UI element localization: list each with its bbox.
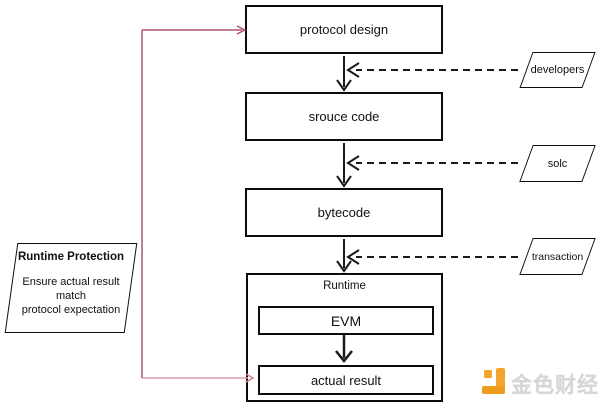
protocol-design-label: protocol design	[299, 22, 389, 37]
annotation-line-3: protocol expectation	[21, 304, 121, 316]
flow-arrow-protocol-to-source	[336, 56, 352, 92]
evm-label: EVM	[330, 312, 362, 329]
runtime-container-box: Runtime EVM actual result	[246, 273, 443, 402]
dashed-arrow-solc	[346, 155, 518, 171]
red-connector	[141, 25, 255, 383]
developers-parallelogram: developers	[519, 52, 596, 88]
developers-label: developers	[530, 64, 585, 76]
transaction-label: transaction	[531, 250, 584, 263]
solc-parallelogram: solc	[519, 145, 596, 182]
bytecode-label: bytecode	[317, 205, 371, 220]
protocol-design-box: protocol design	[245, 5, 443, 54]
dashed-arrow-transaction	[346, 249, 518, 265]
runtime-protection-title: Runtime Protection	[17, 251, 125, 263]
jinse-logo-text: 金色财经	[511, 374, 599, 397]
actual-result-label: actual result	[310, 372, 382, 388]
transaction-parallelogram: transaction	[519, 238, 596, 275]
annotation-line-1: Ensure actual result	[22, 276, 120, 288]
actual-result-box: actual result	[258, 365, 434, 395]
flow-arrow-source-to-bytecode	[336, 143, 352, 188]
jinse-logo-icon	[481, 366, 507, 396]
bytecode-box: bytecode	[245, 188, 443, 237]
source-code-label: srouce code	[308, 109, 380, 124]
annotation-line-2: match	[56, 290, 86, 302]
evm-box: EVM	[258, 306, 434, 335]
solc-label: solc	[547, 157, 568, 170]
runtime-protection-annotation: Runtime Protection Ensure actual result …	[4, 243, 138, 333]
source-code-box: srouce code	[245, 92, 443, 141]
jinse-finance-watermark: 金色财经	[481, 366, 599, 400]
dashed-arrow-developers	[346, 62, 518, 78]
runtime-label: Runtime	[323, 280, 366, 292]
flow-arrow-bytecode-to-runtime	[336, 239, 352, 273]
